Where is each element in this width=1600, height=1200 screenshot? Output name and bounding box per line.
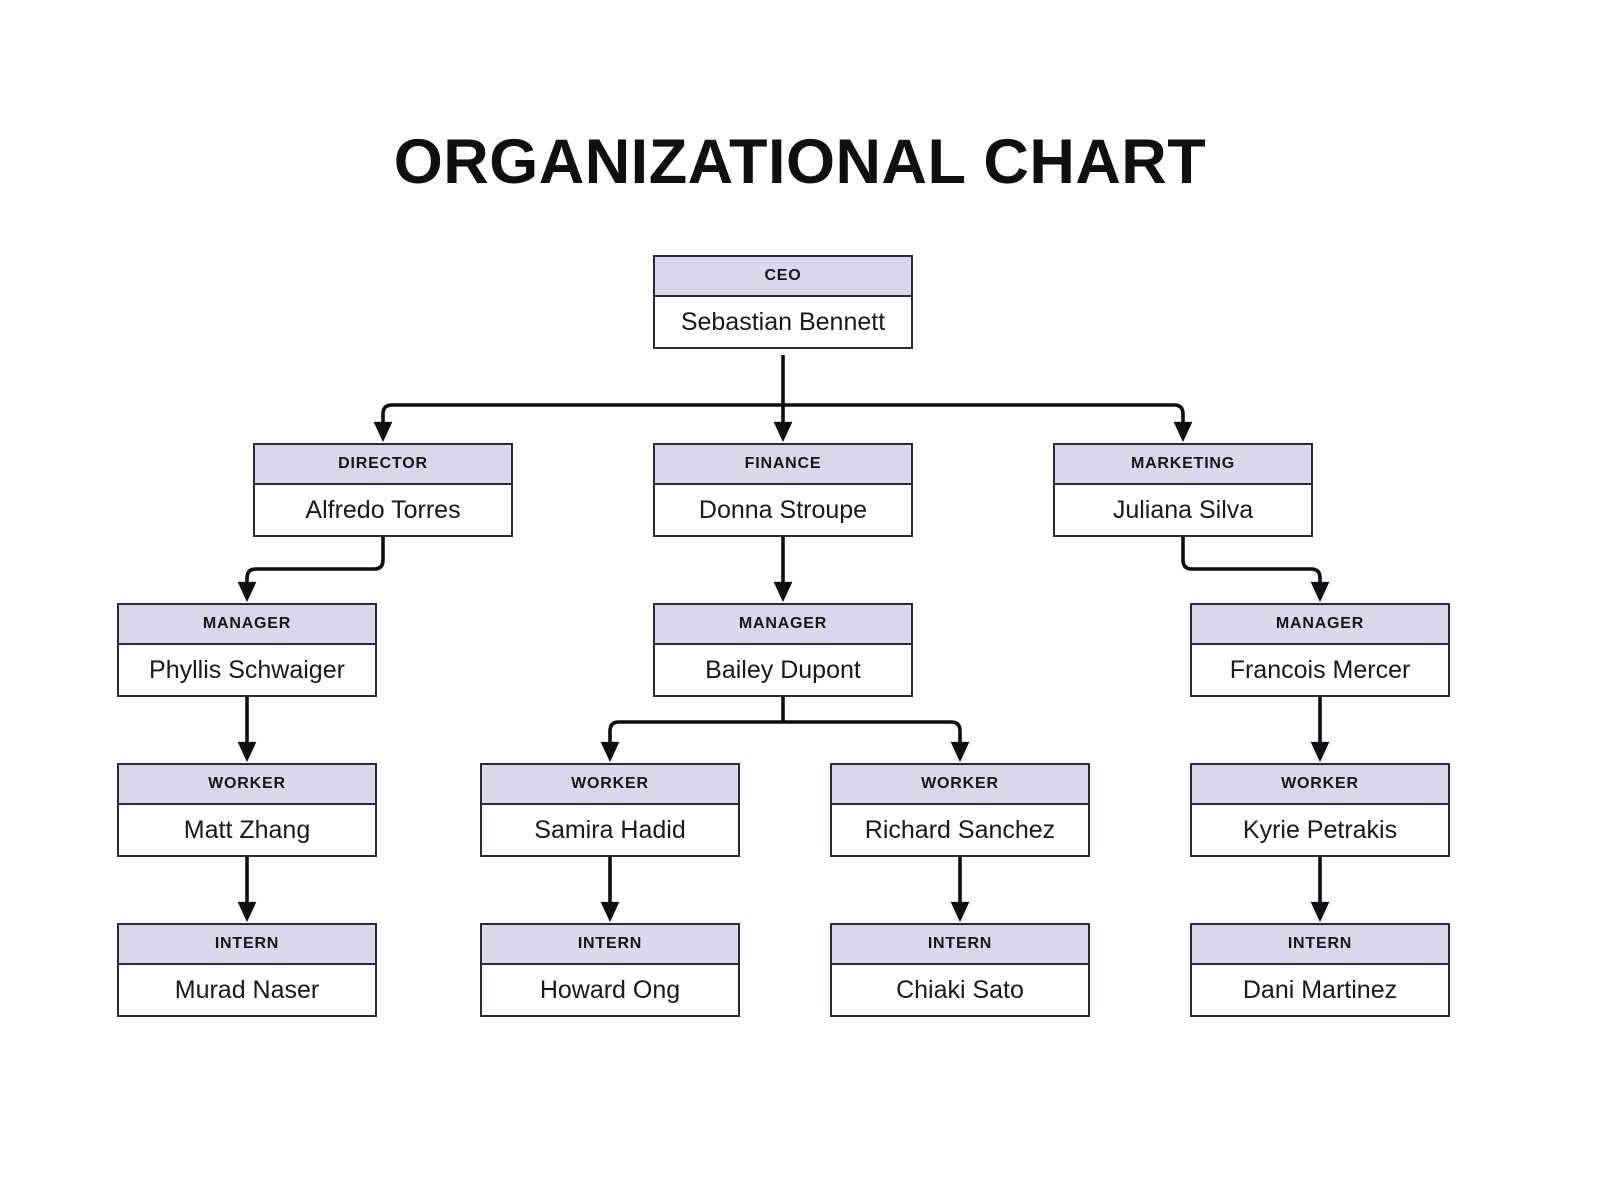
node-worker-3[interactable]: WORKER Richard Sanchez: [830, 763, 1090, 857]
node-worker-3-name: Richard Sanchez: [832, 805, 1088, 855]
node-marketing-name: Juliana Silva: [1055, 485, 1311, 535]
node-marketing[interactable]: MARKETING Juliana Silva: [1053, 443, 1313, 537]
node-manager-1-name: Phyllis Schwaiger: [119, 645, 375, 695]
node-worker-4-name: Kyrie Petrakis: [1192, 805, 1448, 855]
node-manager-1[interactable]: MANAGER Phyllis Schwaiger: [117, 603, 377, 697]
node-intern-4[interactable]: INTERN Dani Martinez: [1190, 923, 1450, 1017]
node-ceo[interactable]: CEO Sebastian Bennett: [653, 255, 913, 349]
node-manager-2[interactable]: MANAGER Bailey Dupont: [653, 603, 913, 697]
node-intern-4-role: INTERN: [1192, 925, 1448, 965]
edge-ceo-bus-left: [373, 403, 783, 443]
node-manager-3-role: MANAGER: [1192, 605, 1448, 645]
node-manager-2-name: Bailey Dupont: [655, 645, 911, 695]
node-intern-1-role: INTERN: [119, 925, 375, 965]
node-manager-3-name: Francois Mercer: [1192, 645, 1448, 695]
node-worker-4[interactable]: WORKER Kyrie Petrakis: [1190, 763, 1450, 857]
node-worker-2-name: Samira Hadid: [482, 805, 738, 855]
node-finance[interactable]: FINANCE Donna Stroupe: [653, 443, 913, 537]
node-manager-3[interactable]: MANAGER Francois Mercer: [1190, 603, 1450, 697]
edge-director-mgr1: [237, 532, 385, 603]
edge-mgr2-wrk2: [600, 720, 783, 763]
node-worker-1-name: Matt Zhang: [119, 805, 375, 855]
node-intern-3-role: INTERN: [832, 925, 1088, 965]
node-worker-4-role: WORKER: [1192, 765, 1448, 805]
node-worker-3-role: WORKER: [832, 765, 1088, 805]
page-title: ORGANIZATIONAL CHART: [393, 127, 1207, 197]
node-worker-1[interactable]: WORKER Matt Zhang: [117, 763, 377, 857]
node-finance-role: FINANCE: [655, 445, 911, 485]
node-director-role: DIRECTOR: [255, 445, 511, 485]
node-worker-2[interactable]: WORKER Samira Hadid: [480, 763, 740, 857]
node-intern-3-name: Chiaki Sato: [832, 965, 1088, 1015]
node-intern-3[interactable]: INTERN Chiaki Sato: [830, 923, 1090, 1017]
node-worker-2-role: WORKER: [482, 765, 738, 805]
node-intern-4-name: Dani Martinez: [1192, 965, 1448, 1015]
node-finance-name: Donna Stroupe: [655, 485, 911, 535]
node-marketing-role: MARKETING: [1055, 445, 1311, 485]
node-intern-1[interactable]: INTERN Murad Naser: [117, 923, 377, 1017]
node-director[interactable]: DIRECTOR Alfredo Torres: [253, 443, 513, 537]
node-intern-2[interactable]: INTERN Howard Ong: [480, 923, 740, 1017]
edge-mgr2-wrk3: [783, 720, 970, 763]
node-director-name: Alfredo Torres: [255, 485, 511, 535]
node-worker-1-role: WORKER: [119, 765, 375, 805]
node-intern-2-role: INTERN: [482, 925, 738, 965]
node-manager-2-role: MANAGER: [655, 605, 911, 645]
node-intern-1-name: Murad Naser: [119, 965, 375, 1015]
edge-marketing-mgr3: [1181, 532, 1330, 603]
node-ceo-role: CEO: [655, 257, 911, 297]
edge-ceo-bus-right: [783, 403, 1193, 443]
node-ceo-name: Sebastian Bennett: [655, 297, 911, 347]
node-manager-1-role: MANAGER: [119, 605, 375, 645]
node-intern-2-name: Howard Ong: [482, 965, 738, 1015]
